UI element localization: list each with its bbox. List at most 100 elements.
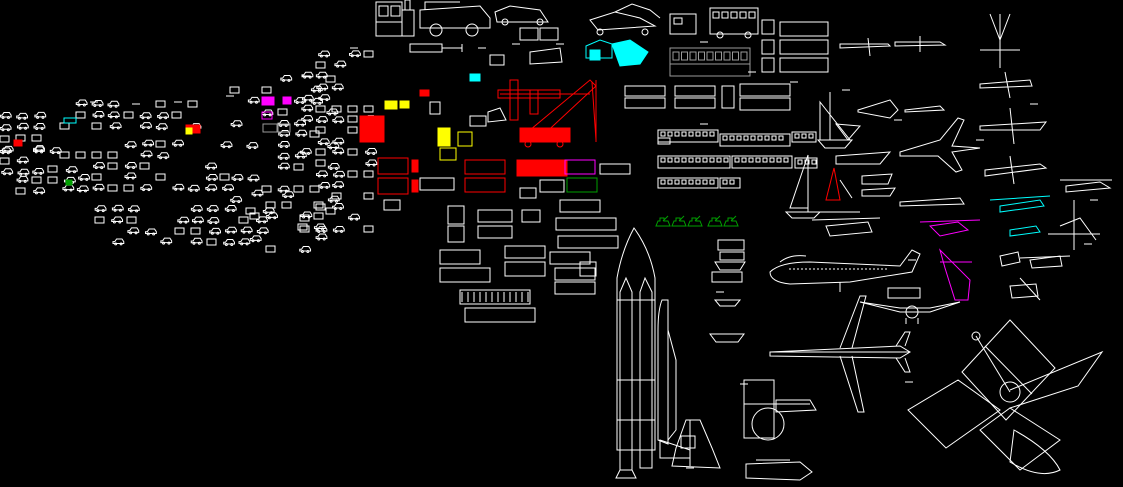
car-icon xyxy=(263,231,267,235)
car-icon xyxy=(296,155,300,159)
satellite-icon xyxy=(979,407,1061,471)
buses-group[interactable] xyxy=(624,7,829,111)
car-icon xyxy=(301,94,314,101)
tank-icon xyxy=(662,215,669,222)
car-icon xyxy=(279,145,283,148)
car-icon xyxy=(303,98,307,102)
car-icon xyxy=(187,184,200,191)
car-icon xyxy=(331,105,342,113)
helicopters-group[interactable] xyxy=(743,179,1112,481)
truck-icon xyxy=(411,159,419,173)
car-icon xyxy=(315,105,326,113)
car-icon xyxy=(145,228,157,234)
train-icon xyxy=(769,157,775,163)
crane-icon xyxy=(591,81,597,141)
boats-group[interactable] xyxy=(709,92,896,343)
train-icon xyxy=(657,177,719,189)
car-icon xyxy=(3,172,6,176)
car-icon xyxy=(324,142,328,146)
car-icon xyxy=(317,174,321,178)
car-icon xyxy=(333,207,337,210)
train-icon xyxy=(709,179,715,185)
car-icon xyxy=(56,151,60,155)
car-icon xyxy=(347,115,358,123)
train-icon xyxy=(804,159,810,165)
car-icon xyxy=(126,216,137,224)
car-icon xyxy=(280,74,293,81)
military-vehicles-group[interactable] xyxy=(655,215,746,283)
bus-icon xyxy=(689,51,697,61)
car-icon xyxy=(0,124,12,130)
car-icon xyxy=(174,227,185,235)
sailboats-group[interactable] xyxy=(784,154,860,219)
car-icon xyxy=(75,151,86,159)
cars-and-vans-group[interactable] xyxy=(90,41,1098,469)
mining-trucks-group[interactable] xyxy=(375,0,549,53)
train-icon xyxy=(778,135,784,141)
car-icon xyxy=(40,191,44,195)
car-icon xyxy=(131,145,135,149)
car-icon xyxy=(325,54,329,58)
bus-icon xyxy=(712,11,720,19)
car-icon xyxy=(212,188,216,192)
tank-icon xyxy=(730,215,737,222)
train-icon xyxy=(797,159,803,165)
bus-icon xyxy=(674,85,716,97)
car-icon xyxy=(195,188,198,192)
boat-icon xyxy=(709,333,745,343)
bus-icon xyxy=(716,31,724,39)
bus-icon xyxy=(748,11,756,19)
construction-equipment-group[interactable] xyxy=(429,3,697,127)
car-icon xyxy=(322,237,326,241)
train-icon xyxy=(657,155,731,169)
car-icon xyxy=(207,177,211,181)
car-icon xyxy=(140,150,153,157)
truck-icon xyxy=(504,245,546,259)
dump-truck-icon xyxy=(390,5,401,17)
car-icon xyxy=(34,150,38,154)
car-icon xyxy=(255,216,268,222)
truck-icon xyxy=(564,159,596,175)
car-icon xyxy=(18,126,22,130)
satellite-group[interactable] xyxy=(907,319,1104,475)
tower-crane-group[interactable] xyxy=(497,79,597,148)
car-icon xyxy=(249,100,253,104)
car-icon xyxy=(82,103,86,107)
car-icon xyxy=(84,189,87,193)
boat-icon xyxy=(861,173,893,185)
helicopter-icon xyxy=(939,248,971,301)
car-icon xyxy=(63,176,76,183)
airliners-group[interactable] xyxy=(769,13,1033,413)
car-icon xyxy=(245,242,249,246)
trains-group[interactable] xyxy=(657,129,818,189)
truck-icon xyxy=(464,307,536,323)
cars-and-vans-group[interactable] xyxy=(0,50,481,253)
car-icon xyxy=(224,243,228,247)
car-icon xyxy=(277,162,290,169)
truck-icon xyxy=(377,177,409,195)
tank-icon xyxy=(678,215,685,222)
jet-icon xyxy=(857,99,899,119)
car-icon xyxy=(229,86,240,94)
car-icon xyxy=(279,189,283,193)
car-icon xyxy=(157,152,170,158)
train-icon xyxy=(811,159,817,165)
truck-icon xyxy=(554,281,596,295)
car-icon xyxy=(242,230,246,234)
car-icon xyxy=(190,227,201,235)
car-icon xyxy=(338,87,342,91)
fighter-jets-group[interactable] xyxy=(834,99,1048,207)
dump-truck-icon xyxy=(494,5,549,23)
car-icon xyxy=(59,122,70,130)
car-icon xyxy=(302,215,306,219)
car-icon xyxy=(123,184,134,192)
space-shuttle-group[interactable] xyxy=(615,227,721,479)
car-icon xyxy=(51,151,55,155)
car-icon xyxy=(142,188,146,192)
car-icon xyxy=(319,142,323,146)
car-icon xyxy=(230,196,243,202)
car-icon xyxy=(366,151,370,155)
trucks-and-trailers-group[interactable] xyxy=(359,115,631,323)
